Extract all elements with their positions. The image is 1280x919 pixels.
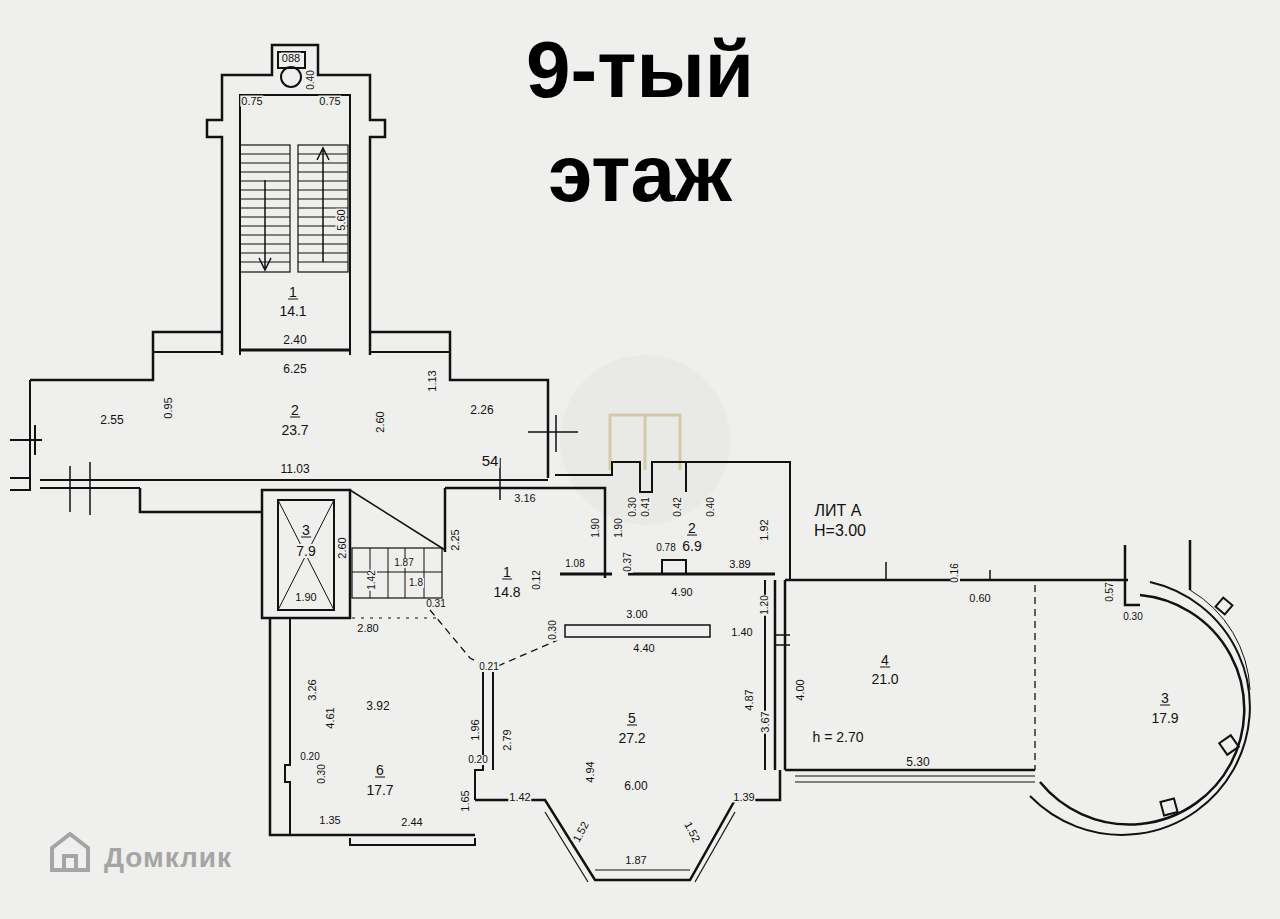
dimension-label: 2.55 <box>99 414 124 426</box>
dimension-label: 0.30 <box>548 619 558 640</box>
dimension-label: 0.40 <box>706 496 716 517</box>
plan-note: h = 2.70 <box>812 730 865 744</box>
dimension-label: 5.60 <box>336 208 347 231</box>
dimension-label: 0.41 <box>641 496 651 517</box>
dimension-label: 0.20 <box>467 755 488 765</box>
plan-note: ЛИТ А <box>814 503 863 519</box>
dimension-label: 2.60 <box>375 410 386 433</box>
dimension-label: 2.80 <box>356 623 379 634</box>
dimension-label: 4.94 <box>585 760 596 783</box>
dimension-label: 1.20 <box>760 594 770 615</box>
plan-note: 54 <box>481 453 500 468</box>
dimension-label: 3.67 <box>760 710 771 733</box>
watermark: Домклик <box>103 844 233 872</box>
dimension-label: 1.65 <box>460 789 471 812</box>
dimension-label: 5.30 <box>905 756 930 768</box>
dimension-label: 0.30 <box>628 496 638 517</box>
dimension-label: 1.92 <box>759 518 770 541</box>
dimension-label: 0.37 <box>623 551 633 572</box>
watermark-logo <box>560 355 730 525</box>
dimension-label: 2.44 <box>400 817 423 828</box>
dimension-label: 1.39 <box>732 792 755 803</box>
room-number: 3 <box>301 523 311 538</box>
dimension-label: 6.25 <box>282 363 307 375</box>
dimension-label: 6.00 <box>623 780 648 792</box>
dimension-label: 2.79 <box>502 728 513 751</box>
dimension-label: 3.89 <box>728 559 751 570</box>
room-area: 7.9 <box>295 544 316 558</box>
dimension-label: 0.30 <box>1122 612 1143 622</box>
dimension-label: 4.00 <box>795 678 806 701</box>
dimension-label: 4.87 <box>744 688 755 711</box>
room-number: 1 <box>288 285 298 300</box>
dimension-label: 1.40 <box>730 627 753 638</box>
dimension-label: 1.35 <box>318 815 341 826</box>
dimension-label: 2.26 <box>469 404 494 416</box>
dimension-label: 0.60 <box>968 593 991 604</box>
room-area: 17.7 <box>365 783 394 797</box>
dimension-label: 11.03 <box>279 463 310 475</box>
dimension-label: 3.00 <box>625 609 648 620</box>
room-area: 27.2 <box>617 731 646 745</box>
room-number: 5 <box>627 711 637 726</box>
room-number: 6 <box>375 763 385 778</box>
dimension-label: 1.13 <box>427 369 438 392</box>
dimension-label: 3.16 <box>513 493 536 504</box>
room-number: 3 <box>1160 691 1170 706</box>
page-title: 9-тый этаж <box>460 18 820 226</box>
dimension-label: 3.26 <box>307 678 318 701</box>
dimension-label: 1.90 <box>591 517 601 538</box>
dimension-label: 0.78 <box>655 543 676 553</box>
dimension-label: 0.40 <box>306 69 316 90</box>
room-number: 2 <box>687 521 697 536</box>
dimension-label: 1.52 <box>571 819 592 845</box>
dimension-label: 0.75 <box>240 96 263 107</box>
room-area: 23.7 <box>280 423 309 437</box>
dimension-label: 2.25 <box>450 528 461 551</box>
dimension-label: 1.52 <box>682 819 703 845</box>
dimension-label: 0.21 <box>478 662 499 672</box>
dimension-label: 0.42 <box>673 496 683 517</box>
dimension-label: 0.30 <box>317 763 327 784</box>
dimension-label: 1.87 <box>624 855 647 866</box>
dimension-label: 1.87 <box>393 558 414 568</box>
dimension-label: 0.57 <box>1105 581 1115 602</box>
dimension-label: 0.20 <box>299 752 320 762</box>
room-area: 21.0 <box>870 672 899 686</box>
room-area: 14.8 <box>492 585 521 599</box>
dimension-label: 0.12 <box>532 569 542 590</box>
room-number: 1 <box>502 565 512 580</box>
dimension-label: 0.31 <box>425 599 446 609</box>
dimension-label: 1.90 <box>614 517 624 538</box>
room-area: 17.9 <box>1150 711 1179 725</box>
plan-note: Н=3.00 <box>813 523 867 539</box>
dimension-label: 1.42 <box>508 792 531 803</box>
room-number: 2 <box>290 403 300 418</box>
dimension-label: 3.92 <box>365 700 390 712</box>
dimension-label: 0.75 <box>318 96 341 107</box>
dimension-label: 4.61 <box>325 706 336 729</box>
dimension-label: 1.08 <box>564 559 585 569</box>
room-number: 4 <box>880 653 890 668</box>
dimension-label: 1.90 <box>294 592 317 603</box>
dimension-label: 2.60 <box>337 536 348 559</box>
dimension-label: 2.40 <box>282 334 307 346</box>
dimension-label: 1.96 <box>470 718 481 741</box>
dimension-label: 4.40 <box>632 643 655 654</box>
dimension-label: 088 <box>281 53 301 64</box>
room-area: 6.9 <box>681 539 702 553</box>
room-area: 14.1 <box>278 304 307 318</box>
dimension-label: 1.42 <box>367 569 377 590</box>
brand-icon <box>52 834 88 870</box>
dimension-label: 0.95 <box>163 396 174 419</box>
dimension-label: 0.16 <box>950 562 960 583</box>
dimension-label: 1.8 <box>408 578 424 588</box>
dimension-label: 4.90 <box>670 587 693 598</box>
